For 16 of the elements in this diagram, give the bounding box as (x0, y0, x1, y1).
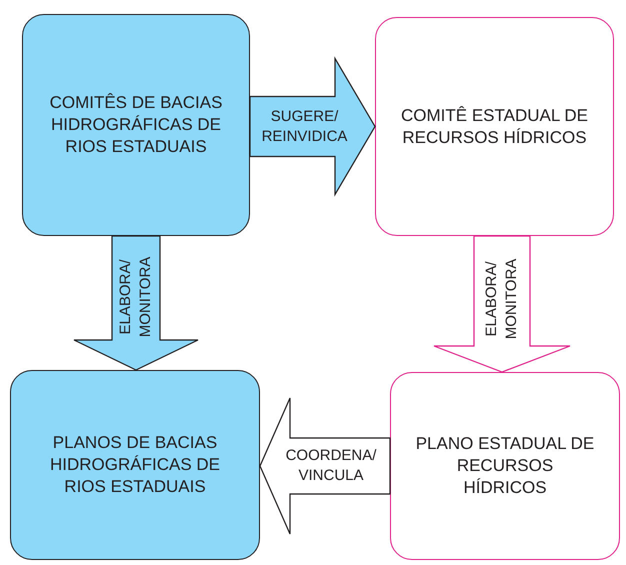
block-arrow (249, 56, 376, 197)
edge-label: ELABORA/ MONITORA (482, 258, 521, 342)
block-arrow (259, 397, 391, 535)
box-label: COMITÊS DE BACIAS HIDROGRÁFICAS DE RIOS ESTADUAIS (48, 92, 224, 158)
edge-label: COORDENA/ VINCULA (284, 446, 378, 486)
committee-box (22, 14, 250, 236)
block-arrow (433, 235, 571, 373)
edge-label: SUGERE/ REINVIDICA (260, 106, 348, 146)
plan-box (390, 372, 620, 560)
council-box (375, 17, 614, 236)
box-label: PLANOS DE BACIAS HIDROGRÁFICAS DE RIOS ESTADUAIS (48, 432, 222, 498)
box-label: PLANO ESTADUAL DE RECURSOS HÍDRICOS (415, 433, 595, 499)
box-label: COMITÊ ESTADUAL DE RECURSOS HÍDRICOS (400, 104, 589, 148)
block-arrow (73, 235, 199, 371)
edge-label: ELABORA/ MONITORA (116, 256, 155, 340)
plan-box (10, 370, 260, 560)
